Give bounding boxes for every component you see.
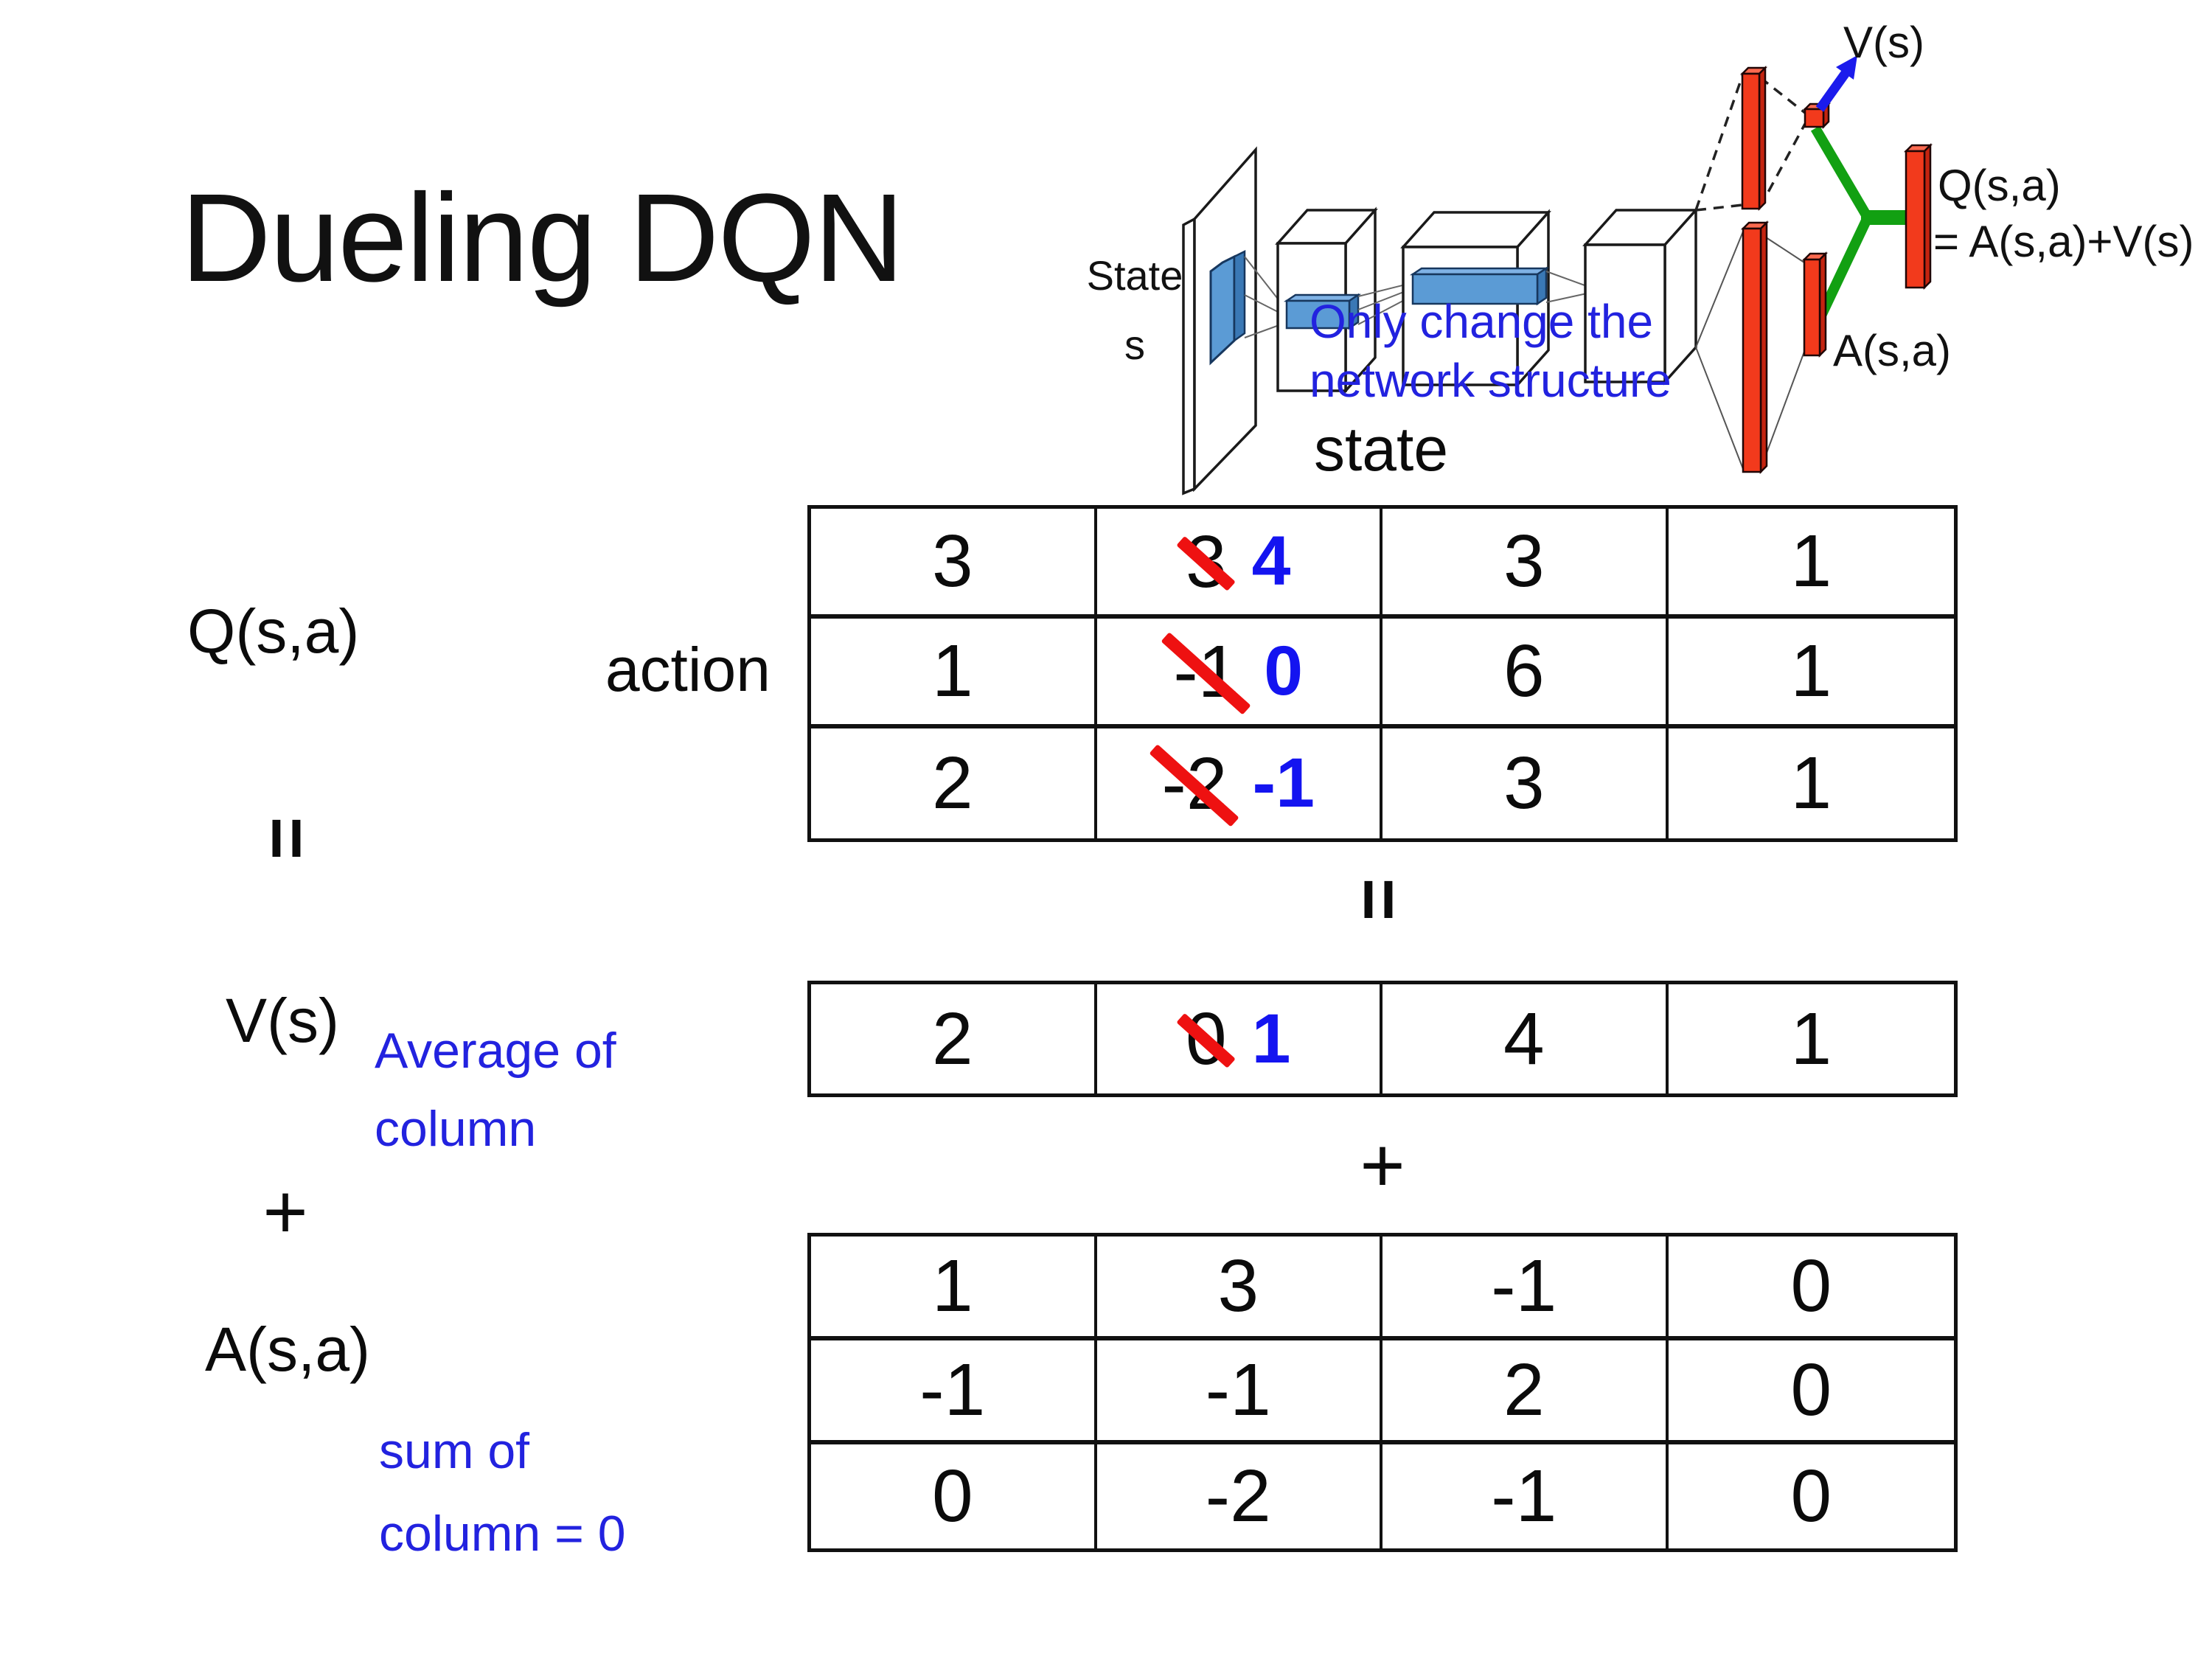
conv-filter-2 [1285, 299, 1351, 330]
corrected-value: 0 [1264, 632, 1304, 710]
solid-link [1695, 231, 1744, 348]
table-cell: 01 [1097, 984, 1382, 1093]
table-cell: 0 [1668, 1340, 1954, 1444]
table-cell: 1 [811, 1237, 1097, 1340]
conv-filter-3 [1411, 273, 1539, 305]
table-cell: 3 [1382, 509, 1669, 619]
a-matrix-label: A(s,a) [205, 1315, 371, 1384]
merge-link-a [1816, 215, 1873, 318]
dashed-link [1759, 123, 1806, 208]
state-input-label: State [1087, 252, 1183, 299]
state-input-label-s: s [1124, 321, 1145, 368]
equals-sign-left: = [246, 816, 328, 860]
table-cell: 1 [1668, 619, 1954, 728]
table-cell: 0 [1668, 1237, 1954, 1340]
corrected-value: 4 [1251, 522, 1291, 600]
average-of-column-note: Average of column [375, 1012, 616, 1168]
table-cell: 2 [811, 728, 1097, 838]
merge-stem [1861, 210, 1908, 225]
table-cell: 0 [811, 1444, 1097, 1548]
conv-filter-1-side [1233, 249, 1246, 343]
dashed-link [1694, 75, 1744, 211]
table-cell: 1 [1790, 997, 1832, 1080]
table-cell: -1 [1382, 1237, 1669, 1340]
table-cell: 3 [1096, 1237, 1382, 1340]
average-note-line2: column [375, 1101, 537, 1157]
v-output-box [1804, 108, 1825, 128]
table-cell: -1 [1096, 1340, 1382, 1444]
q-output-label: Q(s,a) [1938, 161, 2061, 210]
table-cell: 1 [1790, 742, 1832, 824]
diagram-note-line1: Only change the [1310, 295, 1653, 348]
table-cell: 2 [811, 984, 1097, 1093]
table-cell: 3 [1382, 728, 1669, 838]
table-cell: -1 [811, 1340, 1097, 1444]
action-header: action [605, 635, 771, 704]
q-matrix-label: Q(s,a) [187, 597, 360, 666]
solid-link [1695, 347, 1744, 470]
fc-layer [1584, 243, 1666, 383]
q-output-bar [1905, 150, 1926, 289]
equals-sign-center: = [1338, 877, 1420, 922]
table-cell: -10 [1096, 619, 1382, 728]
table-cell: -2-1 [1097, 728, 1382, 838]
a-output-label: A(s,a) [1833, 326, 1951, 375]
plus-sign-left: + [262, 1168, 308, 1255]
corrected-value: -1 [1252, 744, 1315, 822]
sum-note-line2: column = 0 [379, 1506, 626, 1562]
average-note-line1: Average of [375, 1023, 616, 1079]
table-cell: 1 [1668, 509, 1954, 619]
slide-title: Dueling DQN [181, 168, 904, 308]
input-plate-side [1182, 217, 1196, 495]
solid-link [1761, 234, 1805, 263]
diagram-note-line2: network structure [1310, 354, 1672, 407]
dashed-link [1759, 76, 1806, 114]
v-arrow-head [1836, 55, 1857, 80]
solid-link [1761, 351, 1805, 467]
table-cell: 34 [1096, 509, 1382, 619]
table-cell: 3 [811, 509, 1097, 619]
conv-link-line [1545, 293, 1587, 303]
dashed-link [1695, 204, 1743, 212]
table-cell: 6 [1382, 619, 1669, 728]
table-cell: -2 [1097, 1444, 1382, 1548]
sum-of-column-note: sum of column = 0 [379, 1410, 626, 1575]
v-stream-bar [1741, 72, 1761, 210]
v-arrow-shaft [1815, 70, 1850, 112]
table-cell: 1 [811, 619, 1097, 728]
table-cell: -1 [1382, 1444, 1669, 1548]
table-cell: 2 [1382, 1340, 1669, 1444]
v-matrix-label: V(s) [226, 986, 339, 1055]
v-output-label: V(s) [1843, 18, 1924, 67]
v-values-table: 2014 1 [807, 981, 1958, 1097]
plus-sign-center: + [1360, 1121, 1405, 1208]
dueling-network-diagram: State s Only change the network structur… [1087, 18, 2194, 495]
state-header: state [1313, 414, 1449, 484]
table-cell: 4 [1382, 984, 1669, 1093]
sum-note-line1: sum of [379, 1423, 530, 1479]
a-output-bar [1803, 258, 1821, 357]
corrected-value: 1 [1251, 999, 1291, 1078]
merge-link-v [1810, 125, 1873, 220]
a-stream-bar [1742, 227, 1762, 473]
conv-link-line [1545, 271, 1587, 287]
q-output-formula: = A(s,a)+V(s) [1933, 217, 2194, 266]
table-cell: 0 [1790, 1455, 1832, 1537]
